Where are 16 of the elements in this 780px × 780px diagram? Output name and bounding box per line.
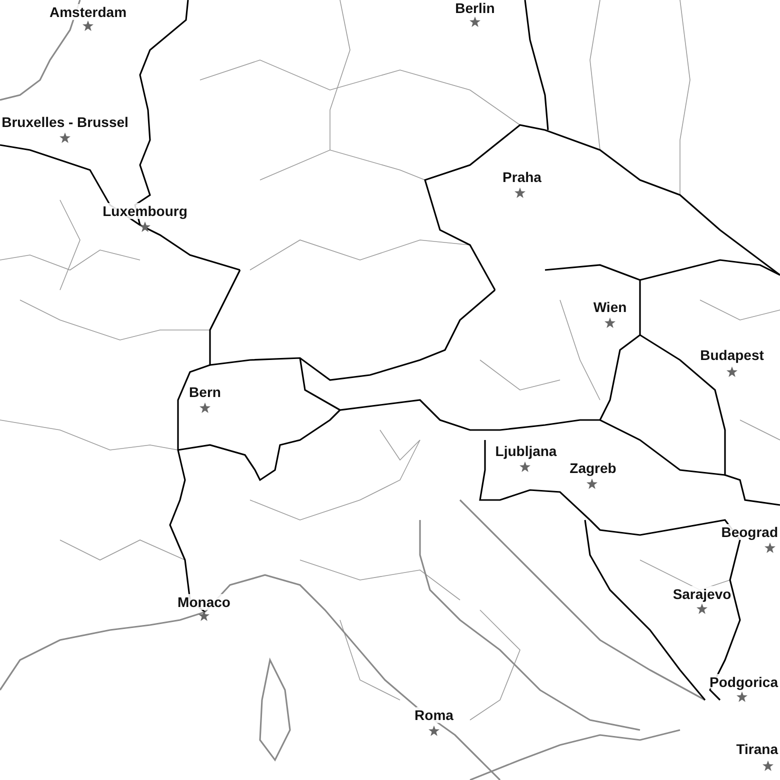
city-label: Monaco [178,594,230,610]
city-label: Sarajevo [672,586,732,602]
city-label: Wien [593,299,627,315]
city-label: Budapest [700,347,764,363]
city-label: Tirana [736,741,778,757]
city-label: Berlin [455,0,495,16]
city-label: Zagreb [570,460,616,476]
city-label: Bern [189,384,221,400]
city-label: Roma [414,707,454,723]
city-label: Luxembourg [102,203,188,219]
city-label: Beograd [721,524,778,540]
city-label: Praha [502,169,542,185]
city-label: Bruxelles - Brussel [2,114,128,130]
city-label: Amsterdam [49,4,127,20]
city-label: Podgorica [710,674,778,690]
city-label: Ljubljana [495,443,557,459]
